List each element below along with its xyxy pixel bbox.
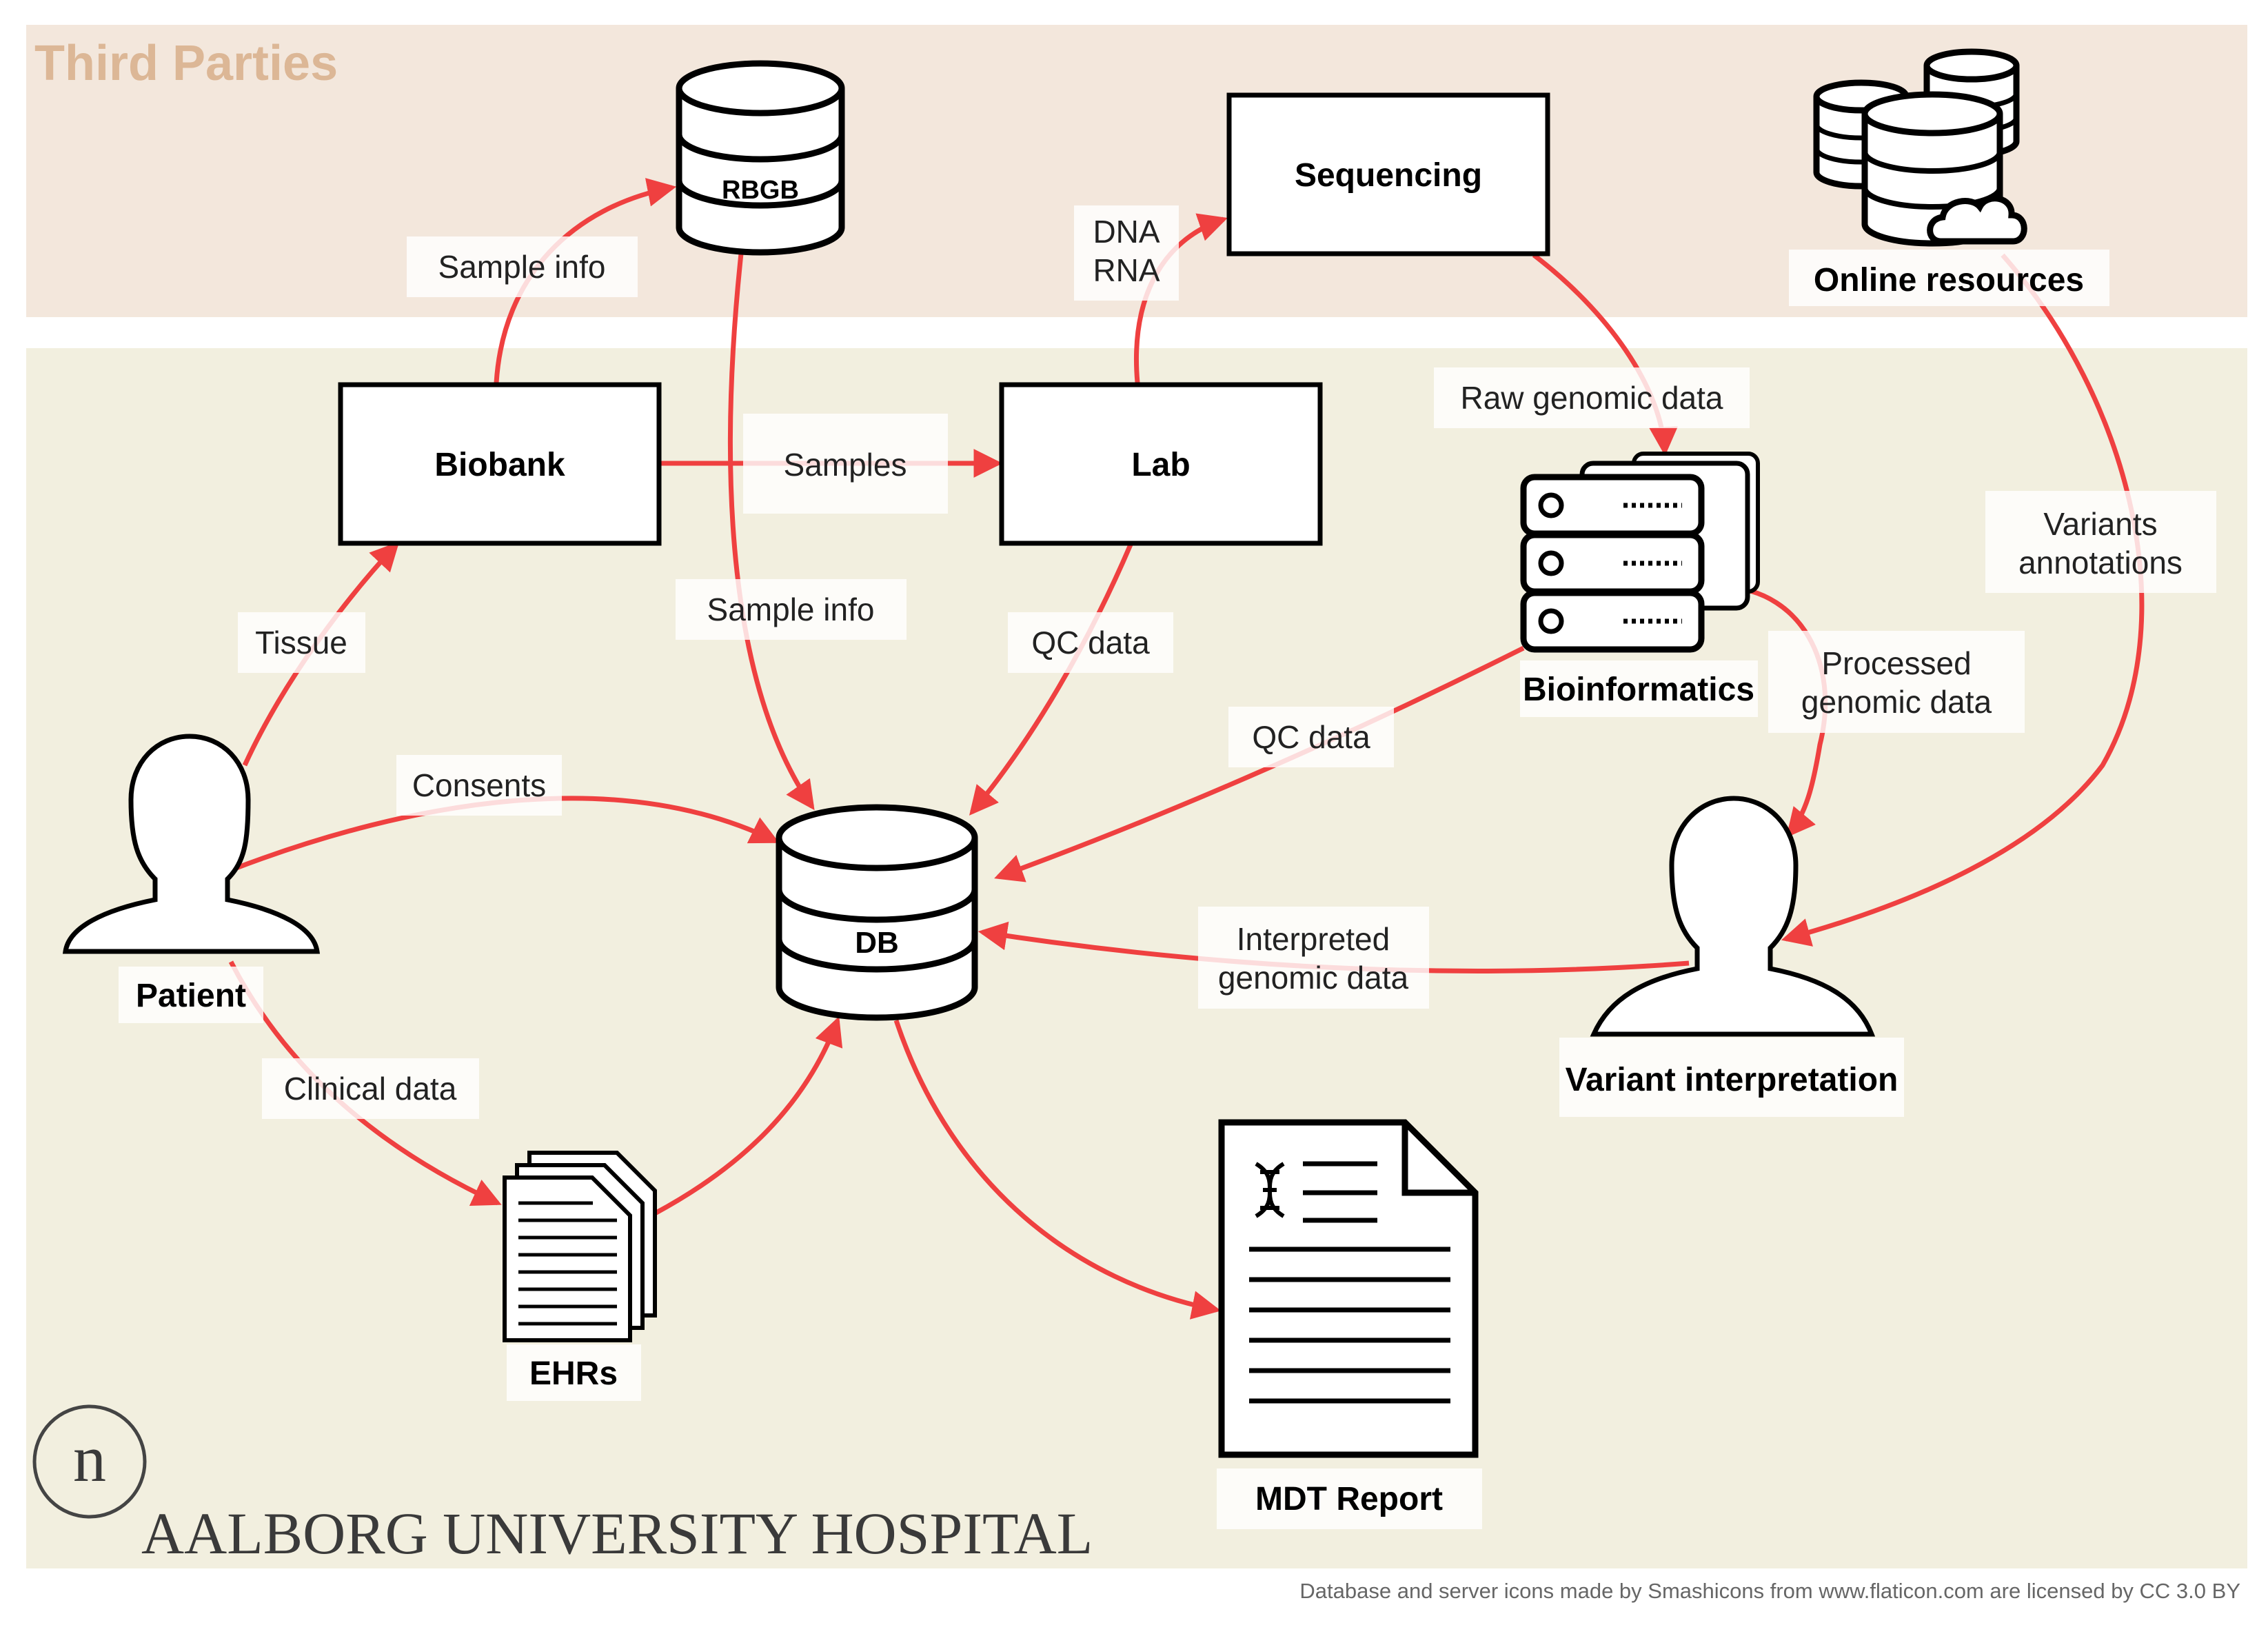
edge-label-dna-rna: DNA RNA	[1074, 205, 1179, 301]
svg-text:Sample info: Sample info	[438, 249, 606, 285]
edge-label-sample-info-top: Sample info	[407, 236, 638, 297]
third-parties-title: Third Parties	[34, 36, 338, 91]
database-icon	[676, 60, 845, 256]
documents-icon	[503, 1151, 657, 1342]
node-label-online-resources: Online resources	[1814, 262, 2084, 299]
node-label-ehrs: EHRs	[529, 1355, 618, 1392]
dna-report-icon	[1218, 1119, 1479, 1458]
svg-text:annotations: annotations	[2018, 545, 2183, 581]
edge-bioinformatics-db	[994, 645, 1525, 882]
aalborg-university-hospital-logo: n AALBORG UNIVERSITY HOSPITAL	[32, 1404, 1093, 1566]
edge-label-sample-info-mid: Sample info	[676, 579, 907, 640]
node-ehrs: EHRs	[503, 1151, 657, 1401]
node-sequencing: Sequencing	[1226, 92, 1550, 256]
edge-label-qc-data-lab: QC data	[1008, 612, 1173, 673]
edge-label-interpreted-genomic-data: Interpreted genomic data	[1198, 907, 1429, 1009]
svg-text:RNA: RNA	[1093, 252, 1160, 288]
node-lab: Lab	[999, 382, 1323, 546]
person-icon	[1590, 796, 1876, 1037]
node-online-resources: Online resources	[1789, 48, 2109, 306]
svg-text:Raw genomic data: Raw genomic data	[1461, 380, 1723, 416]
database-icon	[776, 804, 978, 1021]
node-label-rbgb: RBGB	[722, 176, 799, 205]
svg-text:genomic data: genomic data	[1218, 960, 1409, 996]
logo-letter: n	[73, 1422, 106, 1495]
svg-text:Processed: Processed	[1821, 645, 1971, 681]
edge-label-qc-data-bioinformatics: QC data	[1228, 707, 1394, 767]
dna-icon	[1255, 1162, 1285, 1218]
node-bioinformatics: Bioinformatics	[1520, 452, 1760, 717]
person-icon	[62, 734, 321, 954]
node-rbgb: RBGB	[676, 60, 845, 256]
node-label-mdt-report: MDT Report	[1255, 1481, 1443, 1517]
edge-lab-db	[969, 543, 1133, 816]
node-biobank: Biobank	[338, 382, 662, 546]
hospital-name: AALBORG UNIVERSITY HOSPITAL	[141, 1500, 1093, 1566]
node-label-sequencing: Sequencing	[1295, 157, 1482, 194]
svg-text:genomic data: genomic data	[1801, 684, 1992, 720]
node-label-lab: Lab	[1131, 447, 1190, 483]
node-variant-interpretation: Variant interpretation	[1559, 796, 1904, 1117]
svg-text:Samples: Samples	[784, 447, 907, 483]
node-mdt-report: MDT Report	[1217, 1119, 1482, 1529]
server-rack-icon	[1520, 452, 1760, 653]
svg-text:Interpreted: Interpreted	[1237, 921, 1390, 957]
icon-credit: Database and server icons made by Smashi…	[1299, 1579, 2240, 1603]
node-label-db: DB	[855, 926, 899, 960]
edge-rbgb-db	[728, 253, 815, 811]
edge-label-clinical-data: Clinical data	[262, 1058, 479, 1119]
node-db: DB	[776, 804, 978, 1021]
cloud-database-icon	[1813, 48, 2027, 247]
svg-text:Consents: Consents	[412, 767, 546, 803]
svg-text:Variants: Variants	[2043, 506, 2157, 542]
edge-label-variants-annotations: Variants annotations	[1985, 491, 2216, 593]
edge-label-consents: Consents	[396, 755, 562, 816]
node-label-bioinformatics: Bioinformatics	[1523, 672, 1754, 708]
edge-label-processed-genomic-data: Processed genomic data	[1768, 631, 2025, 733]
edge-online-variant	[1781, 253, 2145, 947]
svg-text:QC data: QC data	[1031, 625, 1150, 660]
svg-text:Clinical data: Clinical data	[284, 1071, 457, 1107]
edge-label-samples: Samples	[743, 414, 948, 514]
edge-ehrs-db	[654, 1016, 843, 1216]
svg-text:Tissue: Tissue	[255, 625, 347, 660]
node-label-biobank: Biobank	[434, 447, 565, 483]
node-label-variant-interpretation: Variant interpretation	[1566, 1062, 1899, 1098]
edge-label-tissue: Tissue	[238, 612, 365, 673]
edge-db-report	[893, 1019, 1222, 1320]
svg-text:Sample info: Sample info	[707, 592, 875, 627]
svg-text:QC data: QC data	[1252, 719, 1370, 755]
svg-text:DNA: DNA	[1093, 214, 1160, 250]
node-patient: Patient	[62, 734, 321, 1023]
edge-label-raw-genomic-data: Raw genomic data	[1434, 367, 1750, 428]
node-label-patient: Patient	[136, 978, 246, 1014]
